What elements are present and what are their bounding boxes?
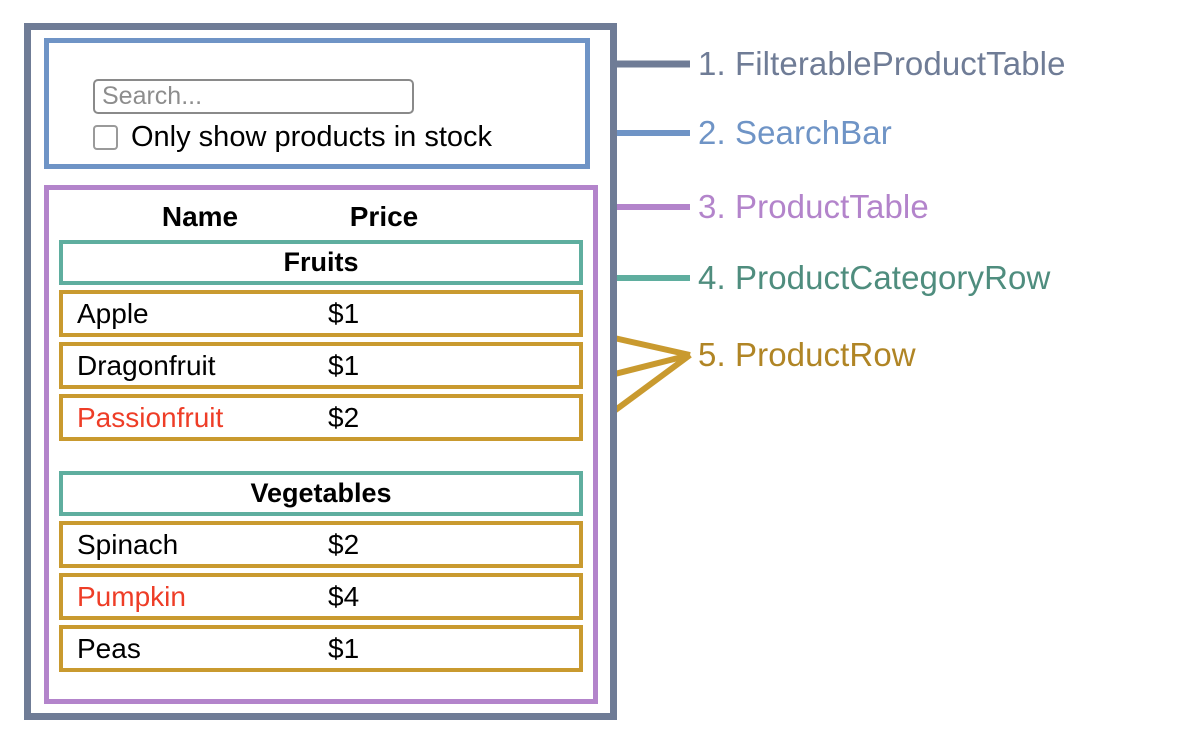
product-category-label: Vegetables xyxy=(250,478,392,508)
product-category-row: Vegetables xyxy=(59,471,583,516)
legend-item-product-table: 3. ProductTable xyxy=(698,188,929,225)
product-row[interactable]: Spinach $2 xyxy=(59,521,583,568)
product-row[interactable]: Peas $1 xyxy=(59,625,583,672)
legend-item-filterable-product-table: 1. FilterableProductTable xyxy=(698,45,1066,82)
product-table: Name Price Fruits Apple $1 Dragonfruit $… xyxy=(44,185,598,704)
product-table-inner: Name Price Fruits Apple $1 Dragonfruit $… xyxy=(59,194,583,677)
product-name: Pumpkin xyxy=(77,580,186,612)
product-row[interactable]: Apple $1 xyxy=(59,290,583,337)
in-stock-checkbox[interactable] xyxy=(93,125,118,150)
product-category-row: Fruits xyxy=(59,240,583,285)
product-price: $1 xyxy=(328,349,360,381)
category-group-spacer xyxy=(59,446,583,471)
product-name: Peas xyxy=(77,632,141,664)
product-price: $2 xyxy=(328,528,360,560)
product-name: Spinach xyxy=(77,528,179,560)
product-price: $2 xyxy=(328,401,360,433)
column-header-name: Name xyxy=(161,201,239,232)
in-stock-checkbox-label: Only show products in stock xyxy=(131,121,493,153)
column-header-price: Price xyxy=(349,201,419,232)
product-row[interactable]: Passionfruit $2 xyxy=(59,394,583,441)
product-name: Passionfruit xyxy=(77,401,224,433)
product-price: $4 xyxy=(328,580,360,612)
search-bar: Search... Only show products in stock xyxy=(44,38,590,169)
in-stock-filter-row[interactable]: Only show products in stock xyxy=(93,123,492,152)
legend-item-product-row: 5. ProductRow xyxy=(698,336,916,373)
product-name: Apple xyxy=(77,297,149,329)
product-price: $1 xyxy=(328,632,360,664)
legend-item-search-bar: 2. SearchBar xyxy=(698,114,892,151)
search-input[interactable]: Search... xyxy=(93,79,414,114)
product-category-label: Fruits xyxy=(283,247,359,277)
product-price: $1 xyxy=(328,297,360,329)
product-table-header: Name Price xyxy=(59,194,583,240)
product-row[interactable]: Dragonfruit $1 xyxy=(59,342,583,389)
legend-item-product-category-row: 4. ProductCategoryRow xyxy=(698,259,1051,296)
product-name: Dragonfruit xyxy=(77,349,216,381)
product-row[interactable]: Pumpkin $4 xyxy=(59,573,583,620)
